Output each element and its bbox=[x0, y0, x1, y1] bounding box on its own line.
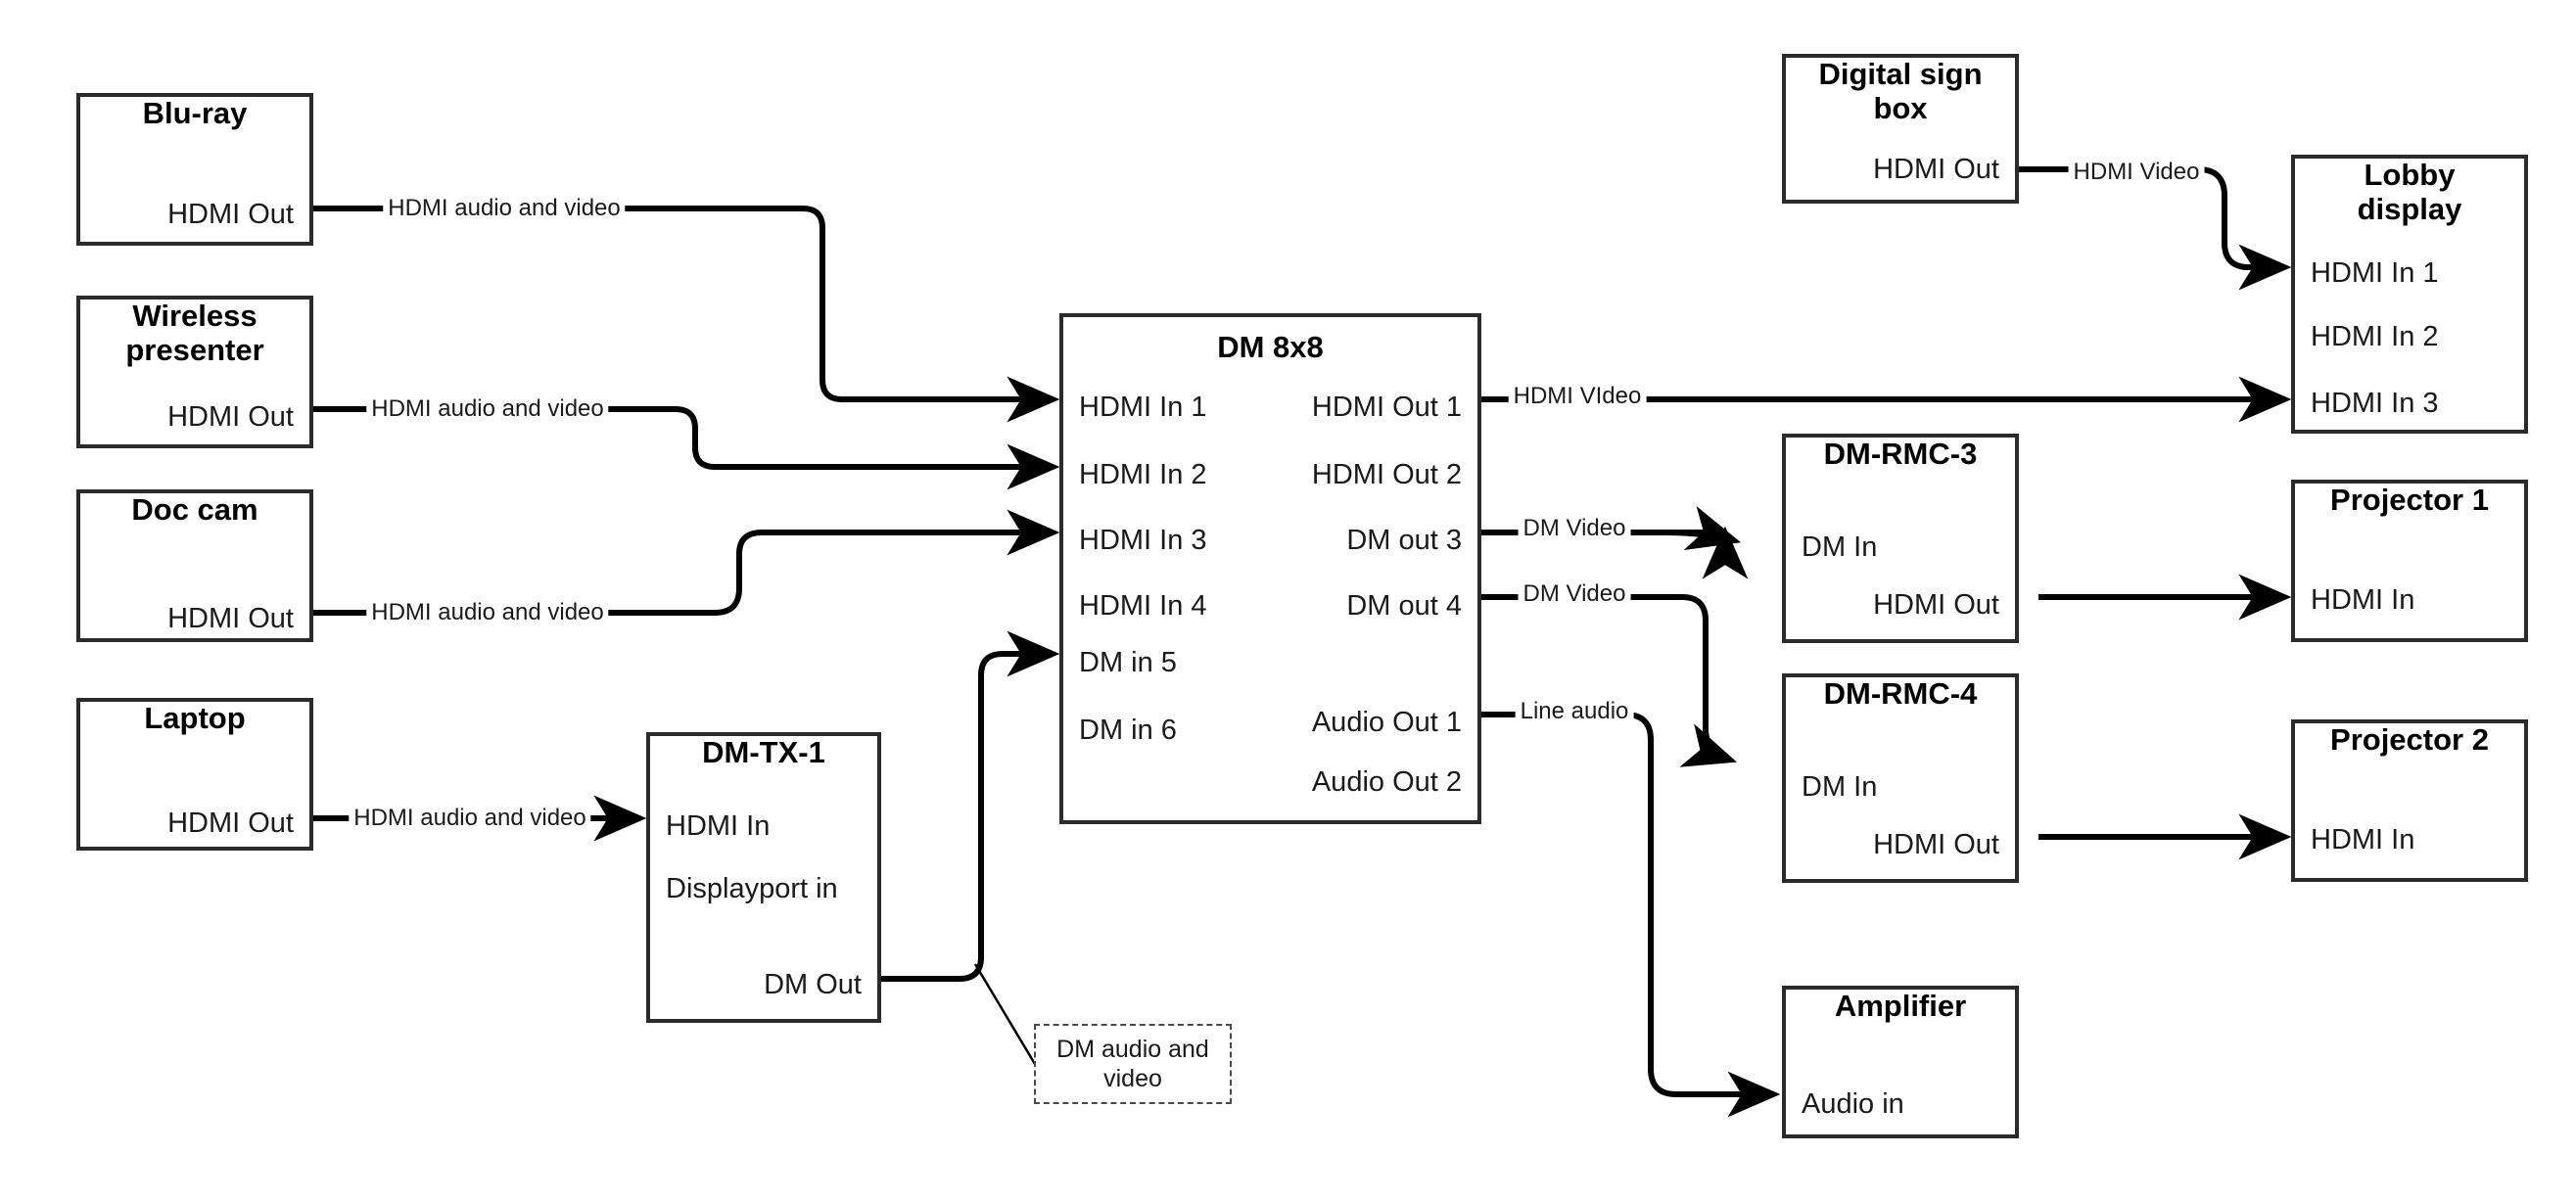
node-lobby-display-input-hdmi-in-3[interactable]: HDMI In 3 bbox=[2311, 388, 2439, 419]
node-wireless-presenter-title: Wireless presenter bbox=[125, 299, 264, 367]
node-projector-1-port-hdmi-in[interactable]: HDMI In bbox=[2311, 584, 2415, 616]
wire-label-signbox-to-lobby: HDMI Video bbox=[2068, 161, 2205, 184]
wire-dmtx1-to-dm8x8 bbox=[881, 630, 1060, 982]
node-amplifier[interactable]: Amplifier Audio in bbox=[1782, 986, 2019, 1138]
node-lobby-display[interactable]: Lobby display HDMI In 1 HDMI In 2 HDMI I… bbox=[2291, 155, 2528, 434]
node-digital-sign-box[interactable]: Digital sign box HDMI Out bbox=[1782, 54, 2019, 204]
node-dm-8x8-output-audio-out-1[interactable]: Audio Out 1 bbox=[1311, 707, 1462, 738]
node-dm-rmc-3-port-hdmi-out[interactable]: HDMI Out bbox=[1873, 589, 1999, 621]
node-amplifier-title: Amplifier bbox=[1834, 989, 1967, 1023]
node-projector-1[interactable]: Projector 1 HDMI In bbox=[2291, 480, 2528, 642]
node-dm-rmc-4-port-dm-in[interactable]: DM In bbox=[1802, 771, 1878, 803]
node-dm-8x8-input-hdmi-in-3[interactable]: HDMI In 3 bbox=[1079, 525, 1207, 556]
node-doc-cam-port-hdmi-out[interactable]: HDMI Out bbox=[167, 603, 294, 634]
node-digital-sign-box-port-hdmi-out[interactable]: HDMI Out bbox=[1873, 154, 1999, 185]
wire-label-bluray-to-dm8x8: HDMI audio and video bbox=[383, 197, 626, 220]
node-bluray-port-hdmi-out[interactable]: HDMI Out bbox=[167, 199, 294, 230]
node-dm-rmc-3-title: DM-RMC-3 bbox=[1823, 437, 1978, 471]
node-dm-tx-1-port-dm-out[interactable]: DM Out bbox=[764, 969, 862, 1000]
node-dm-8x8-input-dm-in-6[interactable]: DM in 6 bbox=[1079, 715, 1177, 746]
node-dm-tx-1[interactable]: DM-TX-1 HDMI In Displayport in DM Out bbox=[646, 732, 881, 1023]
wire-label-dm8x8-hdmiout1-to-lobby: HDMI VIdeo bbox=[1508, 385, 1647, 408]
node-projector-2-title: Projector 2 bbox=[2330, 722, 2489, 757]
node-amplifier-port-audio-in[interactable]: Audio in bbox=[1802, 1088, 1904, 1120]
node-wireless-presenter[interactable]: Wireless presenter HDMI Out bbox=[76, 296, 313, 448]
node-dm-tx-1-title: DM-TX-1 bbox=[702, 735, 825, 769]
node-dm-8x8-input-dm-in-5[interactable]: DM in 5 bbox=[1079, 647, 1177, 678]
wire-bluray-to-dm8x8 bbox=[313, 206, 1060, 423]
node-dm-tx-1-port-displayport-in[interactable]: Displayport in bbox=[666, 873, 838, 904]
node-dm-8x8-input-hdmi-in-1[interactable]: HDMI In 1 bbox=[1079, 392, 1207, 423]
node-lobby-display-title: Lobby display bbox=[2357, 158, 2462, 226]
node-projector-1-title: Projector 1 bbox=[2330, 483, 2489, 517]
node-bluray[interactable]: Blu-ray HDMI Out bbox=[76, 93, 313, 246]
node-bluray-title: Blu-ray bbox=[142, 96, 248, 130]
wire-label-dmout3-to-rmc3: DM Video bbox=[1518, 517, 1631, 540]
node-lobby-display-input-hdmi-in-2[interactable]: HDMI In 2 bbox=[2311, 321, 2439, 352]
node-dm-rmc-4-title: DM-RMC-4 bbox=[1823, 676, 1978, 711]
node-projector-2[interactable]: Projector 2 HDMI In bbox=[2291, 719, 2528, 882]
node-dm-8x8-input-hdmi-in-2[interactable]: HDMI In 2 bbox=[1079, 459, 1207, 490]
wire-label-wireless-to-dm8x8: HDMI audio and video bbox=[366, 397, 609, 421]
wire-note-leader bbox=[973, 963, 1040, 1070]
node-dm-rmc-4[interactable]: DM-RMC-4 DM In HDMI Out bbox=[1782, 673, 2019, 883]
node-digital-sign-box-title: Digital sign box bbox=[1818, 57, 1983, 125]
node-doc-cam-title: Doc cam bbox=[131, 492, 258, 527]
node-lobby-display-input-hdmi-in-1[interactable]: HDMI In 1 bbox=[2311, 257, 2439, 289]
node-laptop-title: Laptop bbox=[144, 701, 246, 735]
wire-dm8x8-dmout3-to-rmc3-b bbox=[1663, 505, 1742, 550]
node-dm-8x8-output-hdmi-out-2[interactable]: HDMI Out 2 bbox=[1311, 459, 1462, 490]
node-laptop-port-hdmi-out[interactable]: HDMI Out bbox=[167, 808, 294, 839]
wire-label-laptop-to-dmtx1: HDMI audio and video bbox=[349, 807, 591, 830]
wire-dm8x8-audioout1-to-amp bbox=[1481, 712, 1781, 1118]
node-dm-rmc-4-port-hdmi-out[interactable]: HDMI Out bbox=[1873, 829, 1999, 860]
node-wireless-presenter-port-hdmi-out[interactable]: HDMI Out bbox=[167, 401, 294, 433]
node-laptop[interactable]: Laptop HDMI Out bbox=[76, 698, 313, 851]
wire-label-audioout1-to-amp: Line audio bbox=[1515, 700, 1634, 723]
node-dm-8x8-output-audio-out-2[interactable]: Audio Out 2 bbox=[1311, 766, 1462, 798]
node-dm-8x8-input-hdmi-in-4[interactable]: HDMI In 4 bbox=[1079, 590, 1207, 622]
node-dm-rmc-3[interactable]: DM-RMC-3 DM In HDMI Out bbox=[1782, 434, 2019, 643]
node-dm-8x8-output-dm-out-4[interactable]: DM out 4 bbox=[1346, 590, 1462, 622]
node-dm-rmc-3-port-dm-in[interactable]: DM In bbox=[1802, 531, 1878, 563]
wire-dm8x8-dmout4-to-rmc4 bbox=[1481, 594, 1737, 767]
node-dm-8x8[interactable]: DM 8x8 HDMI In 1 HDMI In 2 HDMI In 3 HDM… bbox=[1059, 313, 1481, 824]
node-projector-2-port-hdmi-in[interactable]: HDMI In bbox=[2311, 824, 2415, 855]
note-dm-audio-and-video: DM audio and video bbox=[1034, 1024, 1232, 1104]
wire-label-dmout4-to-rmc4: DM Video bbox=[1518, 582, 1631, 606]
node-dm-8x8-title: DM 8x8 bbox=[1217, 330, 1324, 364]
node-doc-cam[interactable]: Doc cam HDMI Out bbox=[76, 489, 313, 642]
wire-label-doccam-to-dm8x8: HDMI audio and video bbox=[366, 601, 609, 624]
node-dm-tx-1-port-hdmi-in[interactable]: HDMI In bbox=[666, 810, 771, 842]
node-dm-8x8-output-dm-out-3[interactable]: DM out 3 bbox=[1346, 525, 1462, 556]
node-dm-8x8-output-hdmi-out-1[interactable]: HDMI Out 1 bbox=[1311, 392, 1462, 423]
